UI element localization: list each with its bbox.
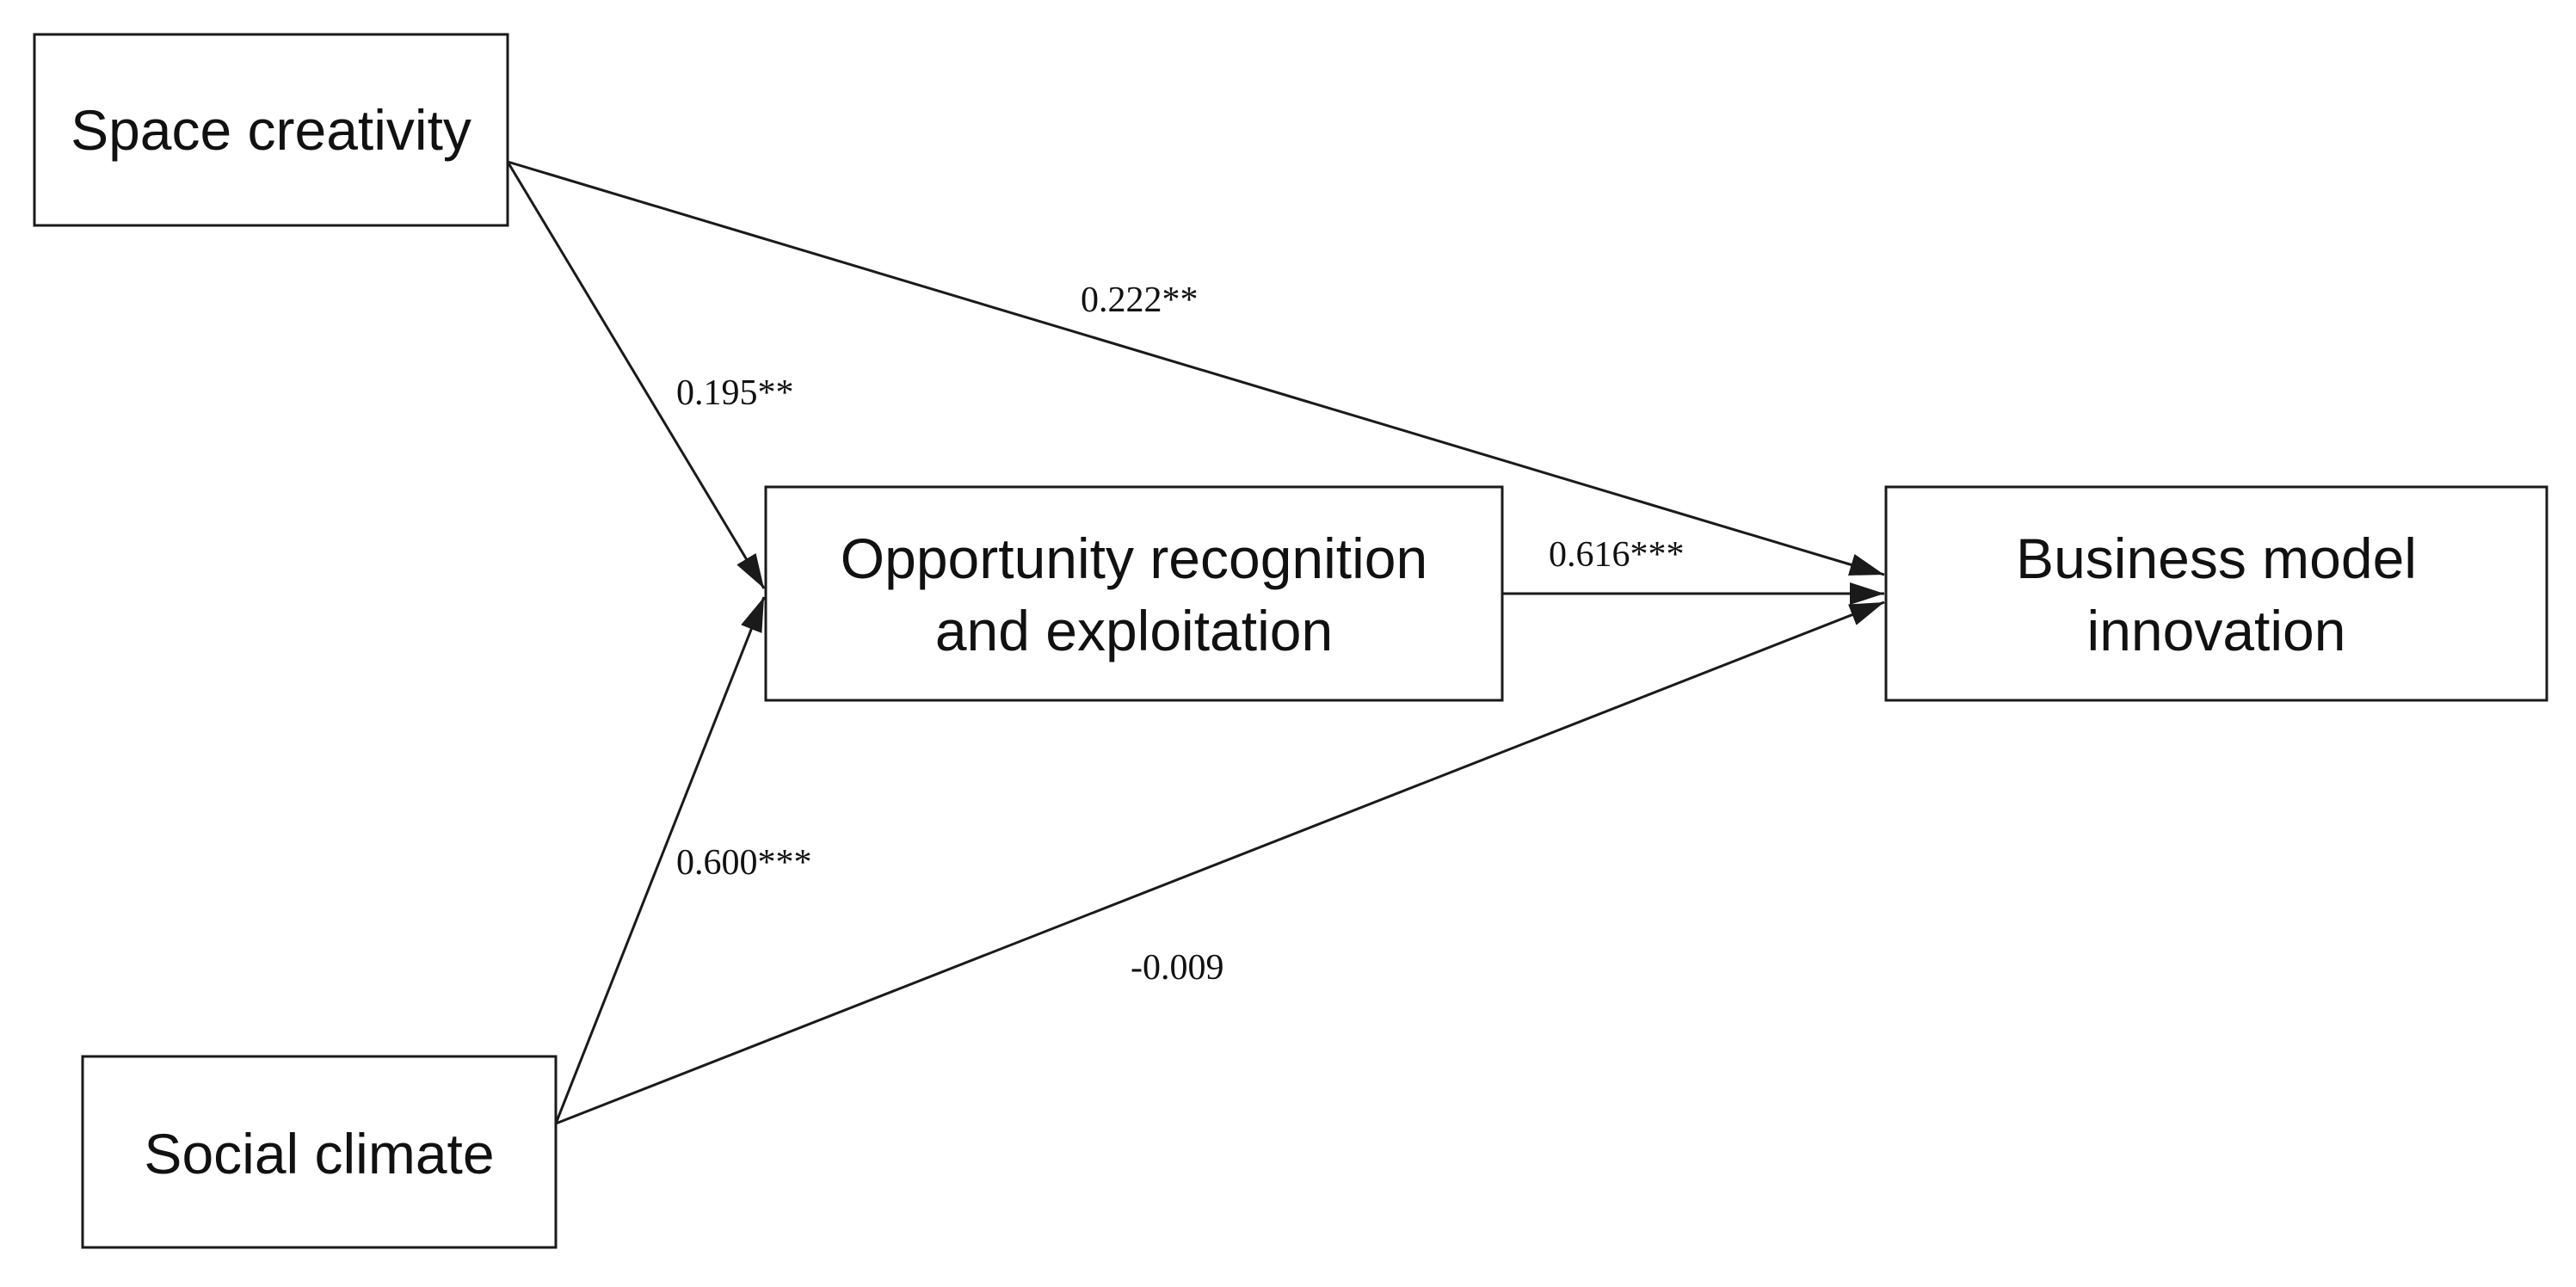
node-label-line2: innovation [2087, 599, 2346, 662]
coefficient-opportunity-to-bmi: 0.616*** [1549, 535, 1685, 575]
arrow-space-to-bmi [507, 160, 1885, 576]
node-label: Space creativity [71, 98, 471, 162]
node-business-model-innovation: Business model innovation [1884, 485, 2548, 702]
edges [506, 160, 1885, 1125]
node-space-creativity: Space creativity [33, 33, 509, 227]
node-label: Social climate [144, 1122, 494, 1185]
node-label-line1: Business model [2016, 526, 2417, 590]
coefficient-space-to-bmi: 0.222** [1081, 280, 1199, 320]
arrow-social-to-opportunity [554, 596, 766, 1124]
edge-labels: 0.222** 0.195** 0.616*** 0.600*** -0.009 [676, 280, 1685, 988]
arrow-social-to-bmi [555, 600, 1885, 1125]
coefficient-social-to-opportunity: 0.600*** [676, 843, 812, 883]
node-label-line1: Opportunity recognition [841, 526, 1427, 590]
node-social-climate: Social climate [81, 1055, 558, 1249]
arrow-space-to-opportunity [506, 161, 766, 589]
coefficient-social-to-bmi: -0.009 [1131, 948, 1224, 988]
node-label-line2: and exploitation [935, 599, 1333, 662]
coefficient-space-to-opportunity: 0.195** [676, 373, 794, 413]
node-opportunity-recognition: Opportunity recognition and exploitation [764, 485, 1504, 702]
